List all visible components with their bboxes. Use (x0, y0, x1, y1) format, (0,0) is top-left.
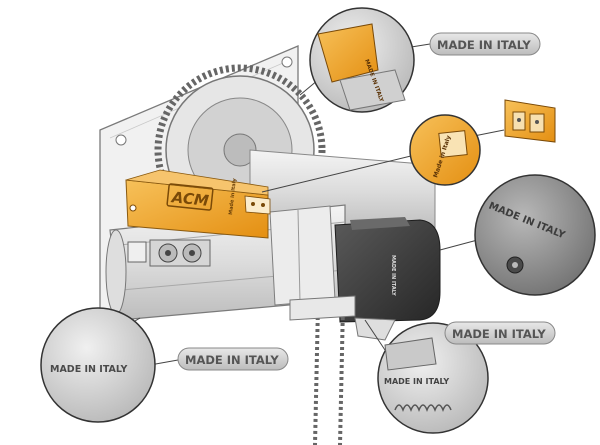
svg-text:MADE IN ITALY: MADE IN ITALY (452, 327, 546, 341)
motor-head-engraving: MADE IN ITALY (390, 255, 396, 296)
svg-text:MADE IN ITALY: MADE IN ITALY (185, 353, 279, 367)
terminal-inset (504, 99, 556, 143)
acm-logo: ACM (170, 188, 210, 210)
detail-circle-top: MADE IN ITALY (309, 7, 415, 113)
detail-circle-mid: Made in Italy (409, 114, 481, 186)
made-in-italy-label-top: MADE IN ITALY (429, 32, 541, 56)
made-in-italy-label-bottom-right: MADE IN ITALY (444, 321, 556, 345)
motor-head: MADE IN ITALY (334, 217, 441, 323)
detail-circle-bottom: MADE IN ITALY (377, 322, 489, 434)
made-in-italy-label-bottom-left: MADE IN ITALY (177, 347, 289, 371)
detail-bottom-engraving: MADE IN ITALY (384, 377, 449, 386)
limit-switch (127, 239, 211, 267)
detail-circle-left: MADE IN ITALY (40, 307, 156, 423)
detail-circle-right: MADE IN ITALY (474, 174, 596, 296)
svg-text:MADE IN ITALY: MADE IN ITALY (437, 38, 531, 52)
detail-left-engraving: MADE IN ITALY (50, 364, 127, 375)
control-box: ACM Made in Italy (125, 169, 271, 239)
hand-chain (289, 295, 396, 445)
motor-body (105, 204, 346, 321)
control-box-side-text: Made in Italy (228, 177, 238, 215)
